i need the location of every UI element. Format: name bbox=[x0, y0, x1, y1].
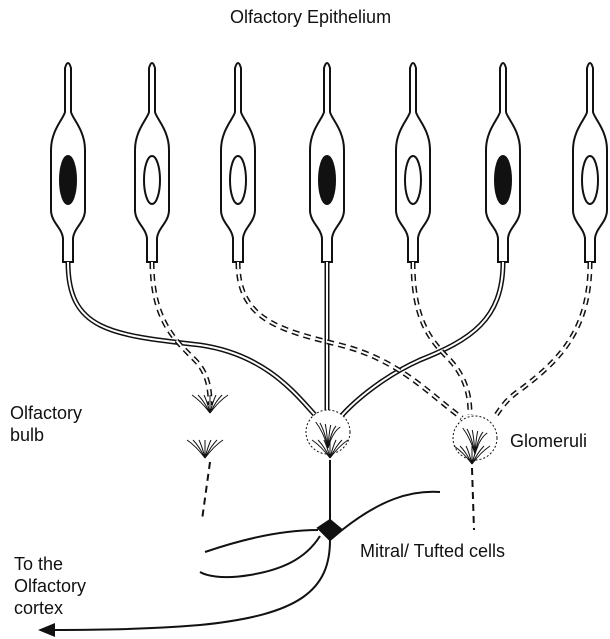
receptor-neurons bbox=[51, 63, 607, 262]
arrow-head-icon bbox=[38, 623, 55, 637]
mitral-lateral-dendrite-right bbox=[342, 492, 440, 530]
dendrite-tuft-upper bbox=[192, 395, 228, 413]
cortex-label: To the Olfactory cortex bbox=[14, 553, 124, 619]
mitral-soma bbox=[318, 520, 342, 540]
receptor-neuron bbox=[486, 63, 520, 262]
nucleus-filled bbox=[319, 156, 335, 204]
receptor-neuron bbox=[310, 63, 344, 262]
axon-solid-1 bbox=[68, 262, 318, 418]
glomeruli-group bbox=[187, 395, 497, 530]
glomerulus-center bbox=[306, 410, 350, 454]
axon-solid-6 bbox=[338, 262, 503, 420]
axon-dashed-3 bbox=[238, 262, 462, 418]
nucleus-open bbox=[144, 156, 160, 204]
nucleus-filled bbox=[60, 156, 76, 204]
nucleus-open bbox=[582, 156, 598, 204]
dashed-process-right bbox=[472, 468, 474, 530]
mitral-lateral-dendrite-left bbox=[205, 530, 318, 552]
mitral-tufted-label: Mitral/ Tufted cells bbox=[360, 540, 505, 562]
olfactory-bulb-label: Olfactory bulb bbox=[10, 402, 120, 446]
dendrite-tuft-lower bbox=[187, 440, 223, 458]
mitral-lower-branch bbox=[200, 536, 320, 577]
axon-dashed-2 bbox=[152, 262, 210, 405]
receptor-neuron bbox=[396, 63, 430, 262]
receptor-neuron bbox=[135, 63, 169, 262]
dashed-process-left bbox=[202, 462, 210, 520]
receptor-axons bbox=[68, 262, 590, 420]
glomeruli-label: Glomeruli bbox=[510, 430, 587, 452]
receptor-neuron bbox=[51, 63, 85, 262]
diagram-title: Olfactory Epithelium bbox=[230, 6, 391, 28]
nucleus-open bbox=[405, 156, 421, 204]
nucleus-open bbox=[230, 156, 246, 204]
axon-dashed-7 bbox=[494, 262, 590, 418]
nucleus-filled bbox=[495, 156, 511, 204]
receptor-neuron bbox=[573, 63, 607, 262]
receptor-neuron bbox=[221, 63, 255, 262]
